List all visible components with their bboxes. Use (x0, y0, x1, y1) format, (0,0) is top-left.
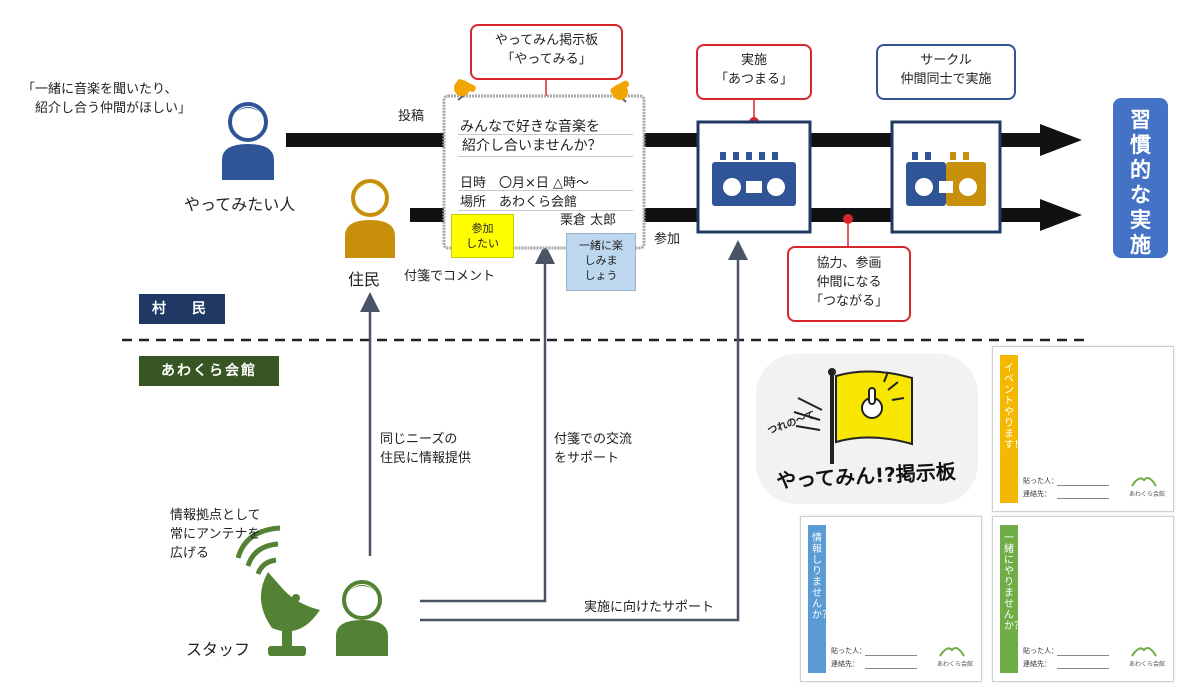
poster-together-by: 貼った人： (1023, 647, 1058, 655)
pushpin-icon-left (454, 79, 476, 101)
poster-event-logo: あわくら会館 (1129, 491, 1166, 498)
actor-want-label: やってみたい人 (184, 195, 296, 214)
poster-info-by: 貼った人： (831, 647, 866, 655)
poster-info-strip: 情報しりませんか？ (808, 525, 832, 673)
support-sticky: 付箋での交流 をサポート (554, 432, 633, 466)
poster-event-contact: 連絡先： (1023, 490, 1051, 498)
poster-event-strip: イベントやります！ (1000, 355, 1024, 503)
poster-together: 一緒にやりませんか？ 貼った人： 連絡先： あわくら会館 (992, 516, 1174, 682)
connector-dot-cooperate (843, 214, 853, 224)
section-label-village: 村 民 (139, 294, 225, 324)
person-icon-want (222, 102, 274, 180)
person-icon-staff (336, 580, 388, 656)
mountain-logo-icon (939, 647, 965, 657)
poster-info-title: 情報しりませんか？ (812, 533, 832, 621)
board-line-1: みんなで好きな音楽を (460, 119, 600, 135)
poster-event-by: 貼った人： (1023, 477, 1058, 485)
sticky-note-yellow: 参加 したい (451, 214, 514, 258)
board-date: 日時 〇月×日 △時～ (460, 176, 590, 191)
yattemin-logo-art (756, 354, 978, 504)
section-label-hall: あわくら会館 (139, 356, 279, 386)
board-place: 場所 あわくら会館 (460, 195, 578, 210)
satellite-dish-icon (235, 525, 320, 656)
sticky-note-blue: 一緒に楽 しみま しょう (566, 233, 636, 291)
mountain-logo-icon (1131, 477, 1157, 487)
support-implement: 実施に向けたサポート (584, 600, 715, 615)
actor-resident-label: 住民 (348, 270, 381, 289)
poster-info-contact: 連絡先： (831, 660, 859, 668)
support-arrow-sticky (420, 244, 555, 603)
poster-together-strip: 一緒にやりませんか？ (1000, 525, 1024, 673)
quote-want: 「一緒に音楽を聞いたり、 紹介し合う仲間がほしい」 (22, 82, 192, 116)
callout-cooperate: 協力、参画 仲間になる 「つながる」 (787, 246, 911, 322)
poster-info-logo: あわくら会館 (937, 661, 974, 668)
callout-circle: サークル 仲間同士で実施 (876, 44, 1016, 100)
board-line-2: 紹介し合いませんか？ (462, 138, 602, 154)
poster-together-title: 一緒にやりませんか？ (1004, 533, 1024, 632)
radio-box-circle (890, 120, 1002, 234)
goal-box: 習慣的な実施 (1113, 98, 1168, 258)
poster-info: 情報しりませんか？ 貼った人： 連絡先： あわくら会館 (800, 516, 982, 682)
label-sticky-comment: 付箋でコメント (404, 269, 496, 284)
support-same-needs: 同じニーズの 住民に情報提供 (380, 432, 472, 466)
pushpin-icon-right (610, 80, 630, 103)
label-join: 参加 (654, 232, 681, 247)
label-post: 投稿 (398, 109, 425, 124)
poster-event: イベントやります！ 貼った人： 連絡先： あわくら会館 (992, 346, 1174, 512)
support-antenna: 情報拠点として 常にアンテナを 広げる (170, 508, 261, 561)
radio-box-implement (696, 120, 812, 234)
mountain-logo-icon (1131, 647, 1157, 657)
callout-implement: 実施 「あつまる」 (696, 44, 812, 100)
support-arrow-implement (420, 240, 748, 622)
callout-board: やってみん掲示板 「やってみる」 (470, 24, 623, 80)
goal-label: 習慣的な実施 (1130, 108, 1151, 257)
poster-together-contact: 連絡先： (1023, 660, 1051, 668)
actor-staff-label: スタッフ (186, 640, 251, 659)
board-name: 栗倉 太郎 (560, 213, 617, 228)
poster-event-title: イベントやります！ (1004, 363, 1024, 451)
poster-together-logo: あわくら会館 (1129, 661, 1166, 668)
person-icon-resident (345, 179, 395, 258)
